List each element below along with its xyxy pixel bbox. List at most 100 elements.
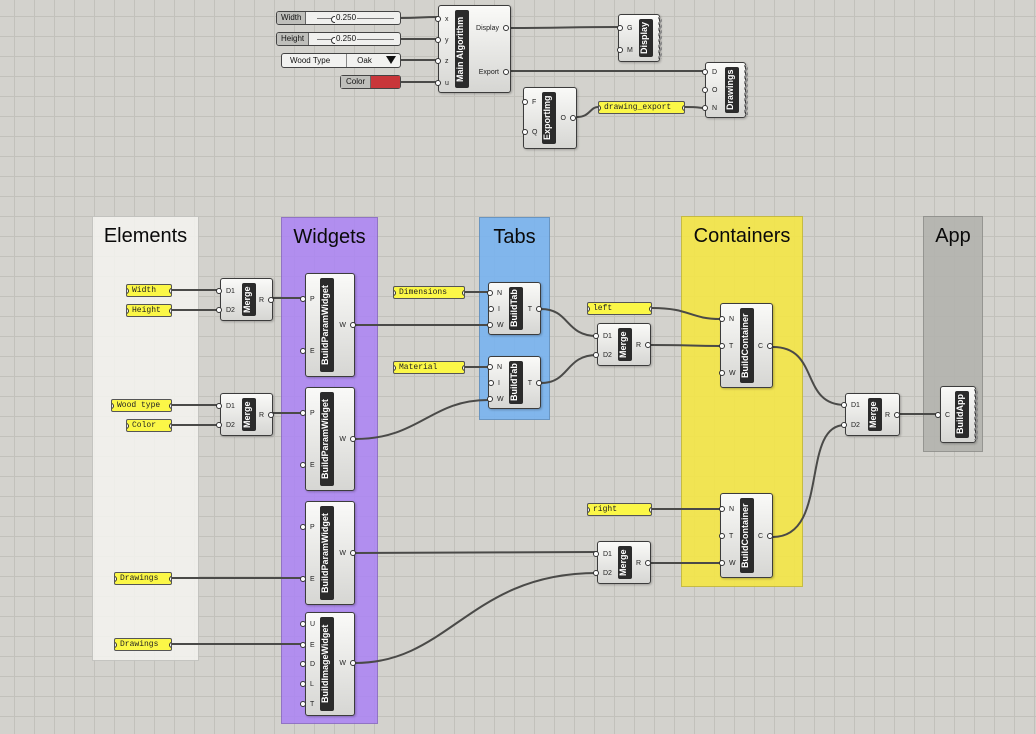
port-dot[interactable] xyxy=(503,69,509,75)
port-d1[interactable]: D1 xyxy=(603,332,612,341)
port-dot[interactable] xyxy=(702,69,708,75)
build-param-widget-component[interactable]: P E BuildParamWidget W xyxy=(305,273,355,377)
port-dot[interactable] xyxy=(503,25,509,31)
port-z[interactable]: z xyxy=(445,57,449,66)
port-d2[interactable]: D2 xyxy=(603,569,612,578)
port-dot[interactable] xyxy=(487,396,493,402)
port-n[interactable]: N xyxy=(497,363,502,372)
port-dot[interactable] xyxy=(645,560,651,566)
port-d1[interactable]: D1 xyxy=(603,550,612,559)
port-dot[interactable] xyxy=(841,402,847,408)
dropdown-arrow-icon[interactable] xyxy=(386,56,396,64)
port-d[interactable]: D xyxy=(712,68,717,77)
port-d[interactable]: D xyxy=(310,660,315,669)
swatch-color-chip[interactable] xyxy=(371,76,400,88)
port-dot[interactable] xyxy=(719,533,725,539)
height-slider[interactable]: Height 0.250 xyxy=(276,32,401,46)
port-w[interactable]: W xyxy=(339,321,346,330)
port-r[interactable]: R xyxy=(885,411,890,420)
left-panel[interactable]: left xyxy=(587,302,652,315)
merge-component[interactable]: D1 D2 Merge R xyxy=(597,323,651,366)
port-n[interactable]: N xyxy=(712,104,717,113)
port-r[interactable]: R xyxy=(636,559,641,568)
port-c[interactable]: C xyxy=(758,342,763,351)
port-dot[interactable] xyxy=(300,621,306,627)
port-dot[interactable] xyxy=(268,297,274,303)
exportimg-component[interactable]: F Q ExportImg O xyxy=(523,87,577,149)
build-container-component[interactable]: N T W BuildContainer C xyxy=(720,493,773,578)
port-d1[interactable]: D1 xyxy=(226,402,235,411)
port-w[interactable]: W xyxy=(729,369,736,378)
port-dot[interactable] xyxy=(216,403,222,409)
drawing-export-panel[interactable]: drawing_export xyxy=(598,101,685,114)
port-t[interactable]: T xyxy=(310,700,314,709)
port-dot[interactable] xyxy=(536,306,542,312)
drawings-component[interactable]: D O N Drawings xyxy=(705,62,746,118)
port-dot[interactable] xyxy=(487,322,493,328)
material-panel[interactable]: Material xyxy=(393,361,465,374)
port-dot[interactable] xyxy=(300,701,306,707)
wood-type-panel[interactable]: Wood type xyxy=(111,399,172,412)
merge-component[interactable]: D1 D2 Merge R xyxy=(220,393,273,436)
port-p[interactable]: P xyxy=(310,523,315,532)
port-d2[interactable]: D2 xyxy=(226,421,235,430)
merge-component[interactable]: D1 D2 Merge R xyxy=(845,393,900,436)
port-w[interactable]: W xyxy=(339,549,346,558)
build-param-widget-component[interactable]: P E BuildParamWidget W xyxy=(305,501,355,605)
port-dot[interactable] xyxy=(522,99,528,105)
port-dot[interactable] xyxy=(487,290,493,296)
port-e[interactable]: E xyxy=(310,575,315,584)
port-dot[interactable] xyxy=(216,422,222,428)
port-w[interactable]: W xyxy=(339,659,346,668)
port-n[interactable]: N xyxy=(497,289,502,298)
port-c[interactable]: C xyxy=(945,411,950,420)
port-dot[interactable] xyxy=(841,422,847,428)
drawings-panel[interactable]: Drawings xyxy=(114,572,172,585)
port-w[interactable]: W xyxy=(339,435,346,444)
port-l[interactable]: L xyxy=(310,680,314,689)
port-dot[interactable] xyxy=(488,380,494,386)
dimensions-panel[interactable]: Dimensions xyxy=(393,286,465,299)
port-o[interactable]: O xyxy=(712,86,717,95)
port-dot[interactable] xyxy=(216,307,222,313)
port-dot[interactable] xyxy=(935,412,941,418)
build-tab-component[interactable]: N I W BuildTab T xyxy=(488,282,541,335)
port-dot[interactable] xyxy=(300,642,306,648)
port-c[interactable]: C xyxy=(758,532,763,541)
drawings-panel[interactable]: Drawings xyxy=(114,638,172,651)
port-dot[interactable] xyxy=(719,370,725,376)
port-dot[interactable] xyxy=(435,37,441,43)
port-dot[interactable] xyxy=(350,436,356,442)
port-e[interactable]: E xyxy=(310,347,315,356)
port-dot[interactable] xyxy=(350,660,356,666)
port-d1[interactable]: D1 xyxy=(851,401,860,410)
port-display[interactable]: Display xyxy=(476,24,499,33)
port-d2[interactable]: D2 xyxy=(603,351,612,360)
port-u[interactable]: U xyxy=(310,620,315,629)
port-dot[interactable] xyxy=(350,550,356,556)
port-dot[interactable] xyxy=(350,322,356,328)
port-r[interactable]: R xyxy=(259,411,264,420)
port-t[interactable]: T xyxy=(729,342,733,351)
build-app-component[interactable]: C BuildApp xyxy=(940,386,976,443)
port-t[interactable]: T xyxy=(528,305,532,314)
build-container-component[interactable]: N T W BuildContainer C xyxy=(720,303,773,388)
port-dot[interactable] xyxy=(767,343,773,349)
port-dot[interactable] xyxy=(570,115,576,121)
port-r[interactable]: R xyxy=(636,341,641,350)
port-q[interactable]: Q xyxy=(532,128,537,137)
port-t[interactable]: T xyxy=(729,532,733,541)
build-param-widget-component[interactable]: P E BuildParamWidget W xyxy=(305,387,355,491)
port-dot[interactable] xyxy=(522,129,528,135)
wood-type-value-list[interactable]: Wood Type Oak xyxy=(281,53,401,68)
port-dot[interactable] xyxy=(593,551,599,557)
width-slider[interactable]: Width 0.250 xyxy=(276,11,401,25)
color-panel[interactable]: Color xyxy=(126,419,172,432)
port-dot[interactable] xyxy=(593,352,599,358)
build-tab-component[interactable]: N I W BuildTab T xyxy=(488,356,541,409)
port-dot[interactable] xyxy=(268,412,274,418)
port-dot[interactable] xyxy=(617,25,623,31)
port-w[interactable]: W xyxy=(497,395,504,404)
port-n[interactable]: N xyxy=(729,315,734,324)
port-dot[interactable] xyxy=(702,105,708,111)
